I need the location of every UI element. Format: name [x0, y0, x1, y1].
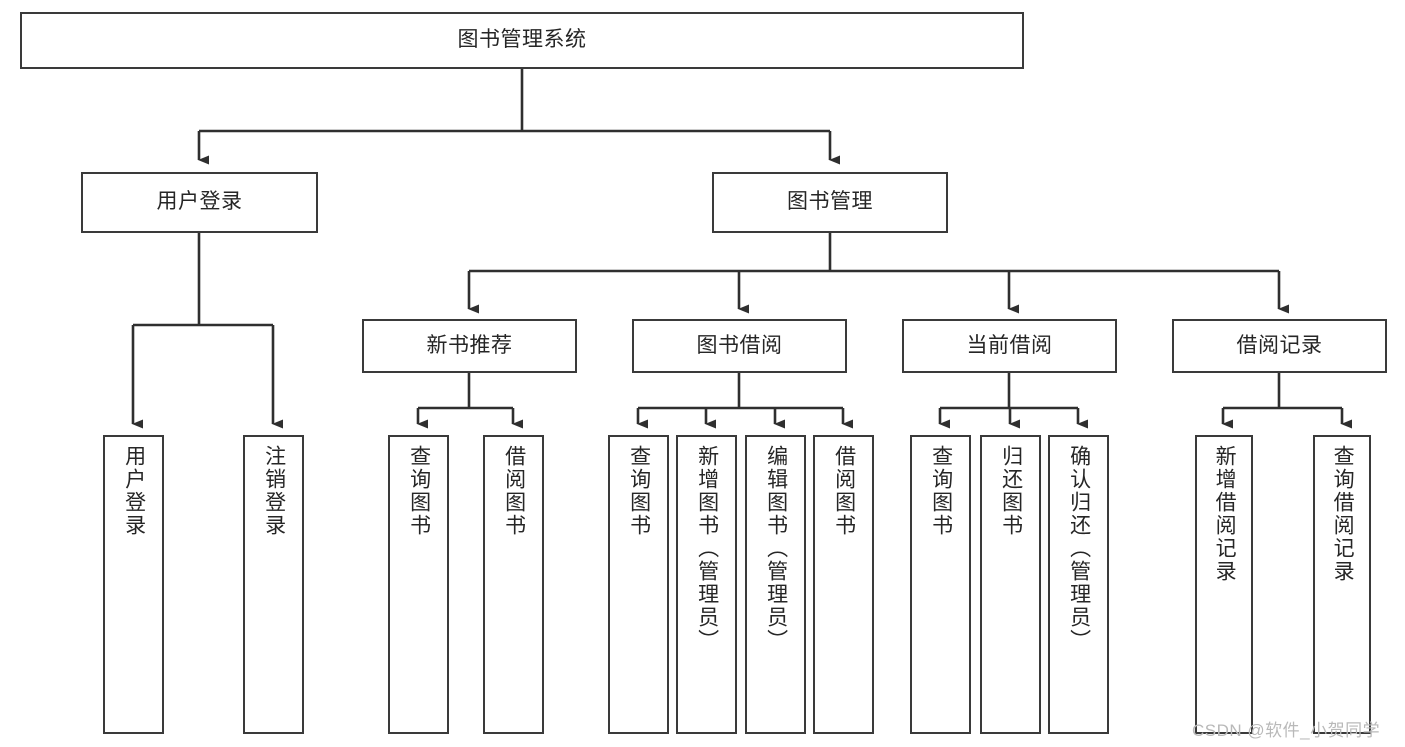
node-label: 查询图书: [627, 445, 651, 537]
node-label: 借阅图书: [832, 445, 856, 537]
leaf-book-borrow-query[interactable]: 查询图书: [608, 435, 669, 734]
node-label: 借阅记录: [1236, 333, 1323, 357]
leaf-current-borrow-confirm-return[interactable]: 确认归还（管理员）: [1048, 435, 1109, 734]
node-label: 用户登录: [156, 190, 243, 214]
node-new-book-recommend[interactable]: 新书推荐: [362, 319, 577, 373]
node-user-login[interactable]: 用户登录: [81, 172, 318, 233]
leaf-current-borrow-query[interactable]: 查询图书: [910, 435, 971, 734]
leaf-book-borrow-borrow[interactable]: 借阅图书: [813, 435, 874, 734]
node-label: 新书推荐: [426, 333, 513, 357]
leaf-user-login-logout[interactable]: 注销登录: [243, 435, 304, 734]
node-book-borrow[interactable]: 图书借阅: [632, 319, 847, 373]
leaf-borrow-record-query[interactable]: 查询借阅记录: [1313, 435, 1371, 734]
leaf-user-login-login[interactable]: 用户登录: [103, 435, 164, 734]
node-label: 查询图书: [407, 445, 431, 537]
node-label: 查询图书: [929, 445, 953, 537]
node-label: 新增借阅记录: [1213, 445, 1237, 583]
node-root-book-management-system[interactable]: 图书管理系统: [20, 12, 1024, 69]
node-label: 查询借阅记录: [1331, 445, 1355, 583]
node-label: 借阅图书: [502, 445, 526, 537]
leaf-book-borrow-edit[interactable]: 编辑图书（管理员）: [745, 435, 806, 734]
leaf-new-book-borrow[interactable]: 借阅图书: [483, 435, 544, 734]
node-borrow-record[interactable]: 借阅记录: [1172, 319, 1387, 373]
leaf-book-borrow-add[interactable]: 新增图书（管理员）: [676, 435, 737, 734]
leaf-borrow-record-add[interactable]: 新增借阅记录: [1195, 435, 1253, 734]
leaf-new-book-query[interactable]: 查询图书: [388, 435, 449, 734]
node-current-borrow[interactable]: 当前借阅: [902, 319, 1117, 373]
node-label: 图书借阅: [696, 333, 783, 357]
node-label: 归还图书: [999, 445, 1023, 537]
node-label: 图书管理: [787, 190, 873, 214]
node-label: 注销登录: [262, 445, 286, 537]
node-label: 图书管理系统: [457, 28, 587, 52]
node-label: 确认归还（管理员）: [1067, 445, 1091, 652]
node-label: 新增图书（管理员）: [695, 445, 719, 652]
node-label: 编辑图书（管理员）: [764, 445, 788, 652]
csdn-watermark: CSDN @软件_小贺同学: [1192, 721, 1381, 740]
node-book-management[interactable]: 图书管理: [712, 172, 948, 233]
node-label: 用户登录: [122, 445, 146, 537]
leaf-current-borrow-return[interactable]: 归还图书: [980, 435, 1041, 734]
node-label: 当前借阅: [966, 333, 1053, 357]
